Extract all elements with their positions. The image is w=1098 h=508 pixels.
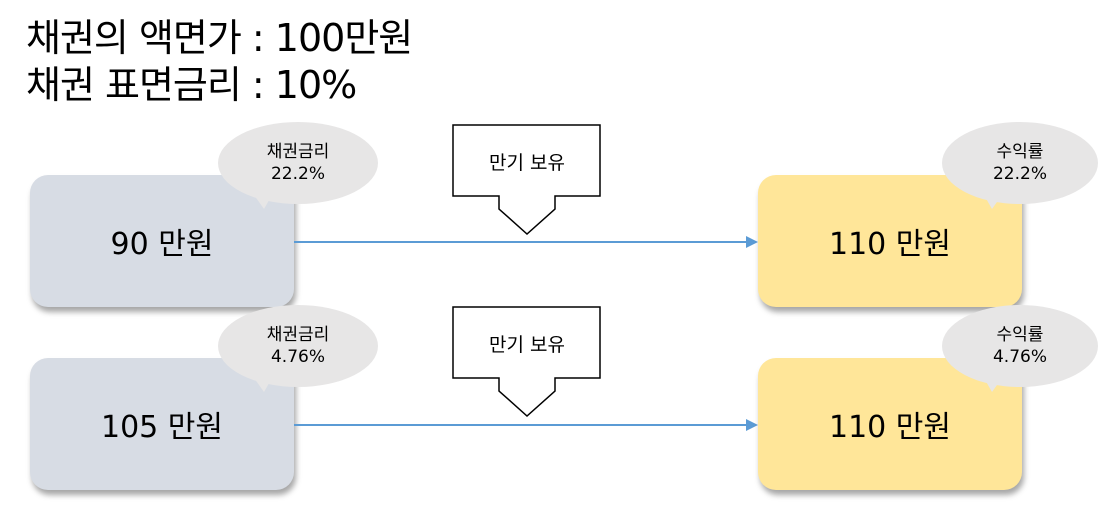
hold-to-maturity-label: 만기 보유	[489, 152, 565, 174]
holding-arrow-head	[746, 236, 758, 248]
bond-rate-bubble: 채권금리 22.2%	[218, 122, 378, 204]
purchase-price-label: 105 만원	[101, 410, 223, 445]
face-value-heading: 채권의 액면가 : 100만원	[26, 16, 413, 60]
yield-value: 22.2%	[992, 164, 1047, 184]
yield-bubble-tail	[984, 378, 1002, 392]
bond-rate-title: 채권금리	[266, 142, 330, 162]
yield-bubble: 수익률 22.2%	[942, 122, 1098, 204]
maturity-value-label: 110 만원	[829, 410, 951, 445]
purchase-price-label: 90 만원	[110, 227, 214, 262]
holding-arrow-head	[746, 419, 758, 431]
bond-rate-value: 4.76%	[270, 347, 325, 367]
yield-title: 수익률	[996, 142, 1044, 162]
holding-arrow-line	[294, 424, 746, 426]
hold-to-maturity-callout	[452, 306, 601, 418]
purchase-price-box: 90 만원	[30, 175, 294, 307]
coupon-rate-heading: 채권 표면금리 : 10%	[26, 63, 357, 107]
yield-bubble-tail	[984, 195, 1002, 209]
holding-arrow-line	[294, 241, 746, 243]
purchase-price-box: 105 만원	[30, 358, 294, 490]
yield-value: 4.76%	[992, 347, 1047, 367]
bond-rate-value: 22.2%	[270, 164, 325, 184]
maturity-value-label: 110 만원	[829, 227, 951, 262]
hold-to-maturity-callout	[452, 124, 601, 236]
bond-rate-bubble: 채권금리 4.76%	[218, 305, 378, 387]
hold-to-maturity-label: 만기 보유	[489, 334, 565, 356]
bond-rate-title: 채권금리	[266, 325, 330, 345]
bond-rate-bubble-tail	[254, 378, 272, 392]
yield-bubble: 수익률 4.76%	[942, 305, 1098, 387]
yield-title: 수익률	[996, 325, 1044, 345]
bond-rate-bubble-tail	[254, 195, 272, 209]
